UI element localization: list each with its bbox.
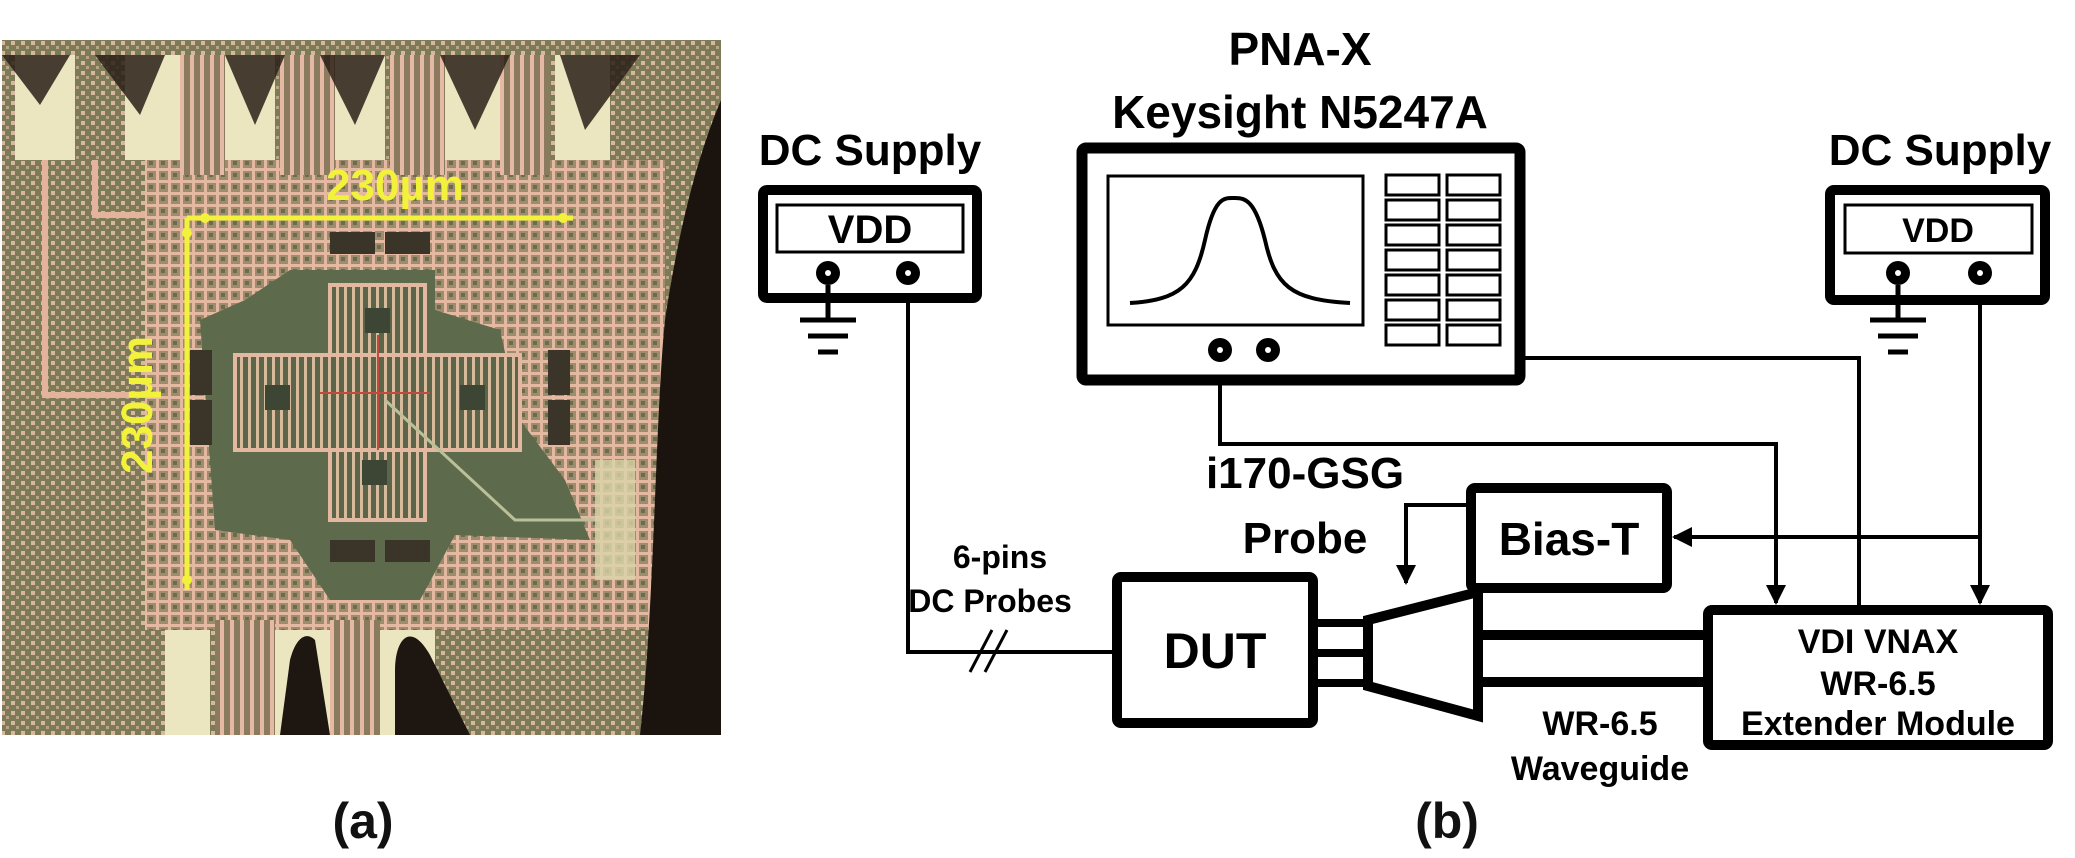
ground-icon (800, 285, 856, 355)
pna-softkey-button (1445, 223, 1502, 247)
scale-label-vertical: 230µm (113, 336, 162, 474)
pna-softkey-button (1384, 223, 1441, 247)
probe-label-line1: i170-GSG (1206, 449, 1404, 498)
chip-trace-left-2 (92, 160, 145, 218)
pna-model: Keysight N5247A (1112, 86, 1488, 138)
caption-a: (a) (332, 793, 393, 849)
waveguide-label-line1: WR-6.5 (1542, 705, 1657, 743)
waveguide: WR-6.5 Waveguide (1483, 630, 1703, 788)
pna-title: PNA-X (1228, 23, 1371, 75)
vnax-label-line1: VDI VNAX (1798, 623, 1959, 661)
wires (906, 280, 1990, 654)
dc-probes-label-line1: 6-pins (953, 539, 1047, 575)
bottom-pads (165, 620, 470, 735)
pna-softkey-button (1384, 198, 1441, 222)
wire-dc-left-to-dut (906, 280, 1112, 654)
chip-micrograph: 230µm 230µm (2, 40, 721, 735)
chip-core (190, 232, 635, 600)
dc-supply-left-title: DC Supply (759, 126, 982, 175)
probe-label-line2: Probe (1243, 514, 1368, 563)
pna-softkey-button (1384, 173, 1441, 197)
dc-supply-right: DC Supply VDD (1825, 126, 2052, 355)
pna-softkey-button (1445, 173, 1502, 197)
probe-shadow-right (640, 40, 721, 735)
pna-softkey-button (1445, 323, 1502, 347)
pna-softkey-button (1384, 323, 1441, 347)
pna-softkey-button (1445, 248, 1502, 272)
dut-label: DUT (1164, 623, 1267, 679)
wire-pna-port1-to-vnax (1218, 360, 1786, 605)
resonance-curve-icon (1129, 195, 1351, 305)
vdd-label-right: VDD (1902, 212, 1974, 250)
pna-softkey-button (1384, 298, 1441, 322)
pna-softkey-button (1384, 273, 1441, 297)
dut: DUT (1112, 572, 1318, 728)
gsg-probe-icon (1318, 585, 1483, 723)
pna-softkey-button (1445, 298, 1502, 322)
vnax-extender: VDI VNAX WR-6.5 Extender Module (1703, 605, 2053, 750)
chip-trace-left (42, 160, 145, 398)
wire-biast-to-probe (1396, 503, 1466, 585)
pna-softkey-button (1445, 273, 1502, 297)
vdd-label-left: VDD (828, 208, 912, 252)
vnax-label-line3: Extender Module (1741, 705, 2015, 743)
pna-softkey-button (1384, 248, 1441, 272)
vnax-label-line2: WR-6.5 (1820, 665, 1935, 703)
pna-button-grid (1384, 173, 1502, 347)
caption-b: (b) (1415, 793, 1479, 849)
scale-label-horizontal: 230µm (326, 161, 464, 210)
vdd-display-left (775, 203, 965, 254)
bias-t-label: Bias-T (1499, 513, 1640, 565)
dc-supply-left: DC Supply VDD (758, 126, 982, 355)
bias-t: Bias-T (1466, 483, 1672, 593)
scale-bars: 230µm 230µm (113, 161, 573, 590)
dc-probes-label-line2: DC Probes (908, 583, 1072, 619)
ground-icon (1870, 285, 1926, 355)
bus-slash-icon (968, 629, 1009, 673)
pna-x-analyzer: PNA-X Keysight N5247A (1076, 23, 1526, 386)
pna-softkey-button (1445, 198, 1502, 222)
waveguide-label-line2: Waveguide (1511, 750, 1689, 788)
dc-supply-right-title: DC Supply (1829, 126, 2052, 175)
top-pads (2, 55, 640, 175)
vdd-display-right (1843, 203, 2034, 255)
